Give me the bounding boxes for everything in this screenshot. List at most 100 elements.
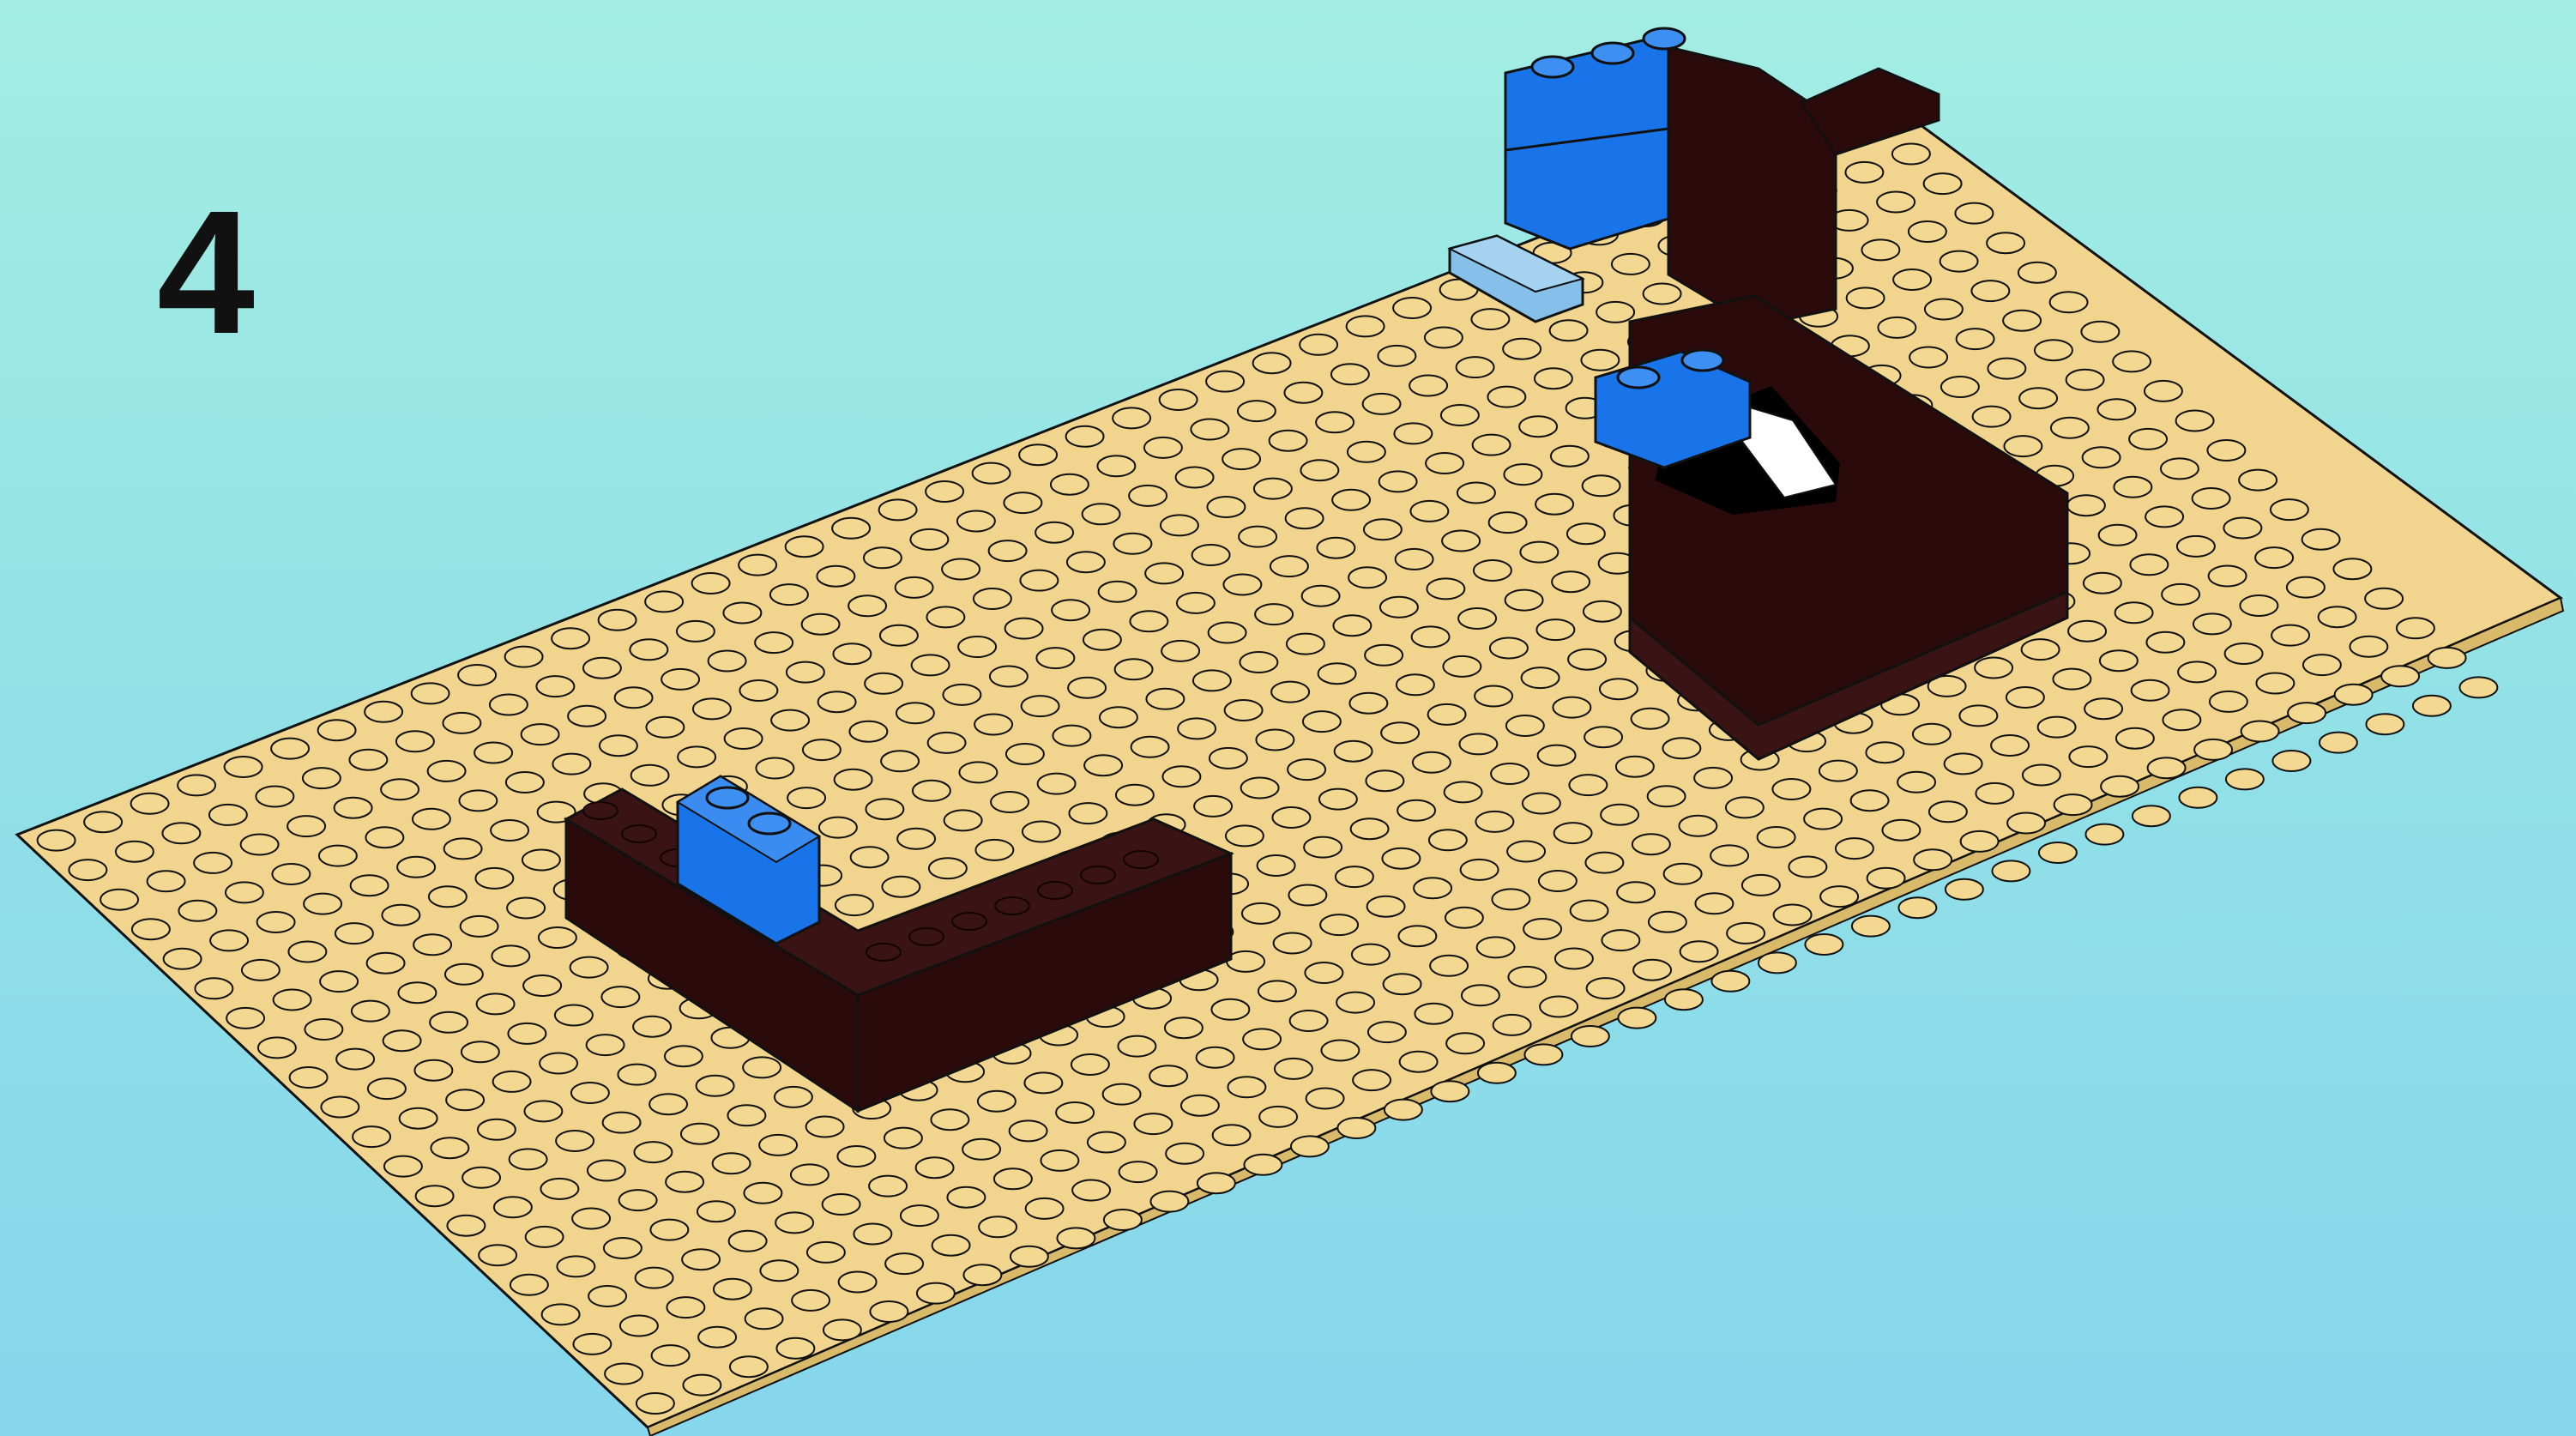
baseplate-stud — [2019, 388, 2057, 408]
baseplate-stud — [1633, 960, 1671, 980]
baseplate-stud — [318, 720, 356, 740]
baseplate-stud — [431, 1137, 468, 1158]
baseplate-stud — [1072, 1180, 1110, 1201]
baseplate-stud — [1987, 232, 2024, 253]
baseplate-stud — [1585, 853, 1623, 873]
baseplate-stud — [1288, 759, 1325, 780]
baseplate-stud — [1680, 941, 1718, 962]
baseplate-stud — [1303, 711, 1341, 732]
baseplate-stud — [1351, 818, 1389, 839]
baseplate-stud — [384, 1156, 422, 1177]
baseplate-stud — [646, 717, 684, 738]
baseplate-stud — [787, 787, 825, 808]
baseplate-stud — [636, 1268, 673, 1288]
baseplate-stud — [132, 919, 170, 939]
baseplate-stud — [1116, 785, 1154, 805]
baseplate-stud — [1695, 893, 1733, 914]
baseplate-stud — [667, 1297, 704, 1318]
baseplate-stud — [1026, 1198, 1064, 1219]
baseplate-stud — [1804, 809, 1842, 830]
baseplate-stud — [381, 779, 419, 799]
baseplate-stud — [944, 810, 982, 830]
wall-stud — [909, 928, 944, 945]
baseplate-stud — [523, 975, 561, 996]
baseplate-stud — [1006, 744, 1044, 764]
baseplate-stud — [1129, 486, 1167, 506]
baseplate-stud — [1412, 626, 1450, 647]
baseplate-stud — [665, 1046, 703, 1066]
baseplate-stud — [727, 1105, 765, 1125]
baseplate-stud — [2116, 728, 2154, 749]
baseplate-stud — [1242, 903, 1280, 924]
baseplate-stud — [833, 643, 871, 664]
baseplate-stud — [1929, 801, 1967, 822]
baseplate-stud — [1988, 359, 2025, 379]
baseplate-stud — [1428, 704, 1466, 725]
baseplate-stud — [1256, 730, 1294, 751]
baseplate-stud — [462, 1168, 500, 1188]
baseplate-stud — [1551, 446, 1589, 467]
baseplate-stud — [540, 1179, 578, 1199]
baseplate-stud — [1504, 464, 1541, 485]
baseplate-stud — [1897, 772, 1935, 793]
baseplate-stud — [1665, 989, 1703, 1010]
baseplate-stud — [1866, 742, 1903, 763]
baseplate-stud — [400, 1108, 437, 1129]
baseplate-stud — [884, 1128, 922, 1149]
baseplate-stud — [2145, 381, 2182, 401]
baseplate-stud — [526, 1227, 564, 1247]
baseplate-stud — [555, 1005, 593, 1026]
baseplate-stud — [2084, 698, 2122, 719]
baseplate-stud — [2381, 666, 2419, 686]
baseplate-stud — [839, 1272, 877, 1293]
baseplate-stud — [1445, 908, 1483, 928]
baseplate-stud — [1805, 934, 1843, 955]
baseplate-stud — [678, 746, 715, 767]
baseplate-stud — [1244, 1155, 1282, 1175]
baseplate-stud — [1380, 597, 1418, 618]
baseplate-stud — [913, 781, 950, 801]
baseplate-stud — [835, 769, 872, 790]
baseplate-stud — [1379, 471, 1417, 492]
baseplate-stud — [510, 1149, 547, 1169]
baseplate-stud — [896, 577, 933, 598]
baseplate-stud — [2130, 554, 2168, 575]
baseplate-stud — [195, 978, 232, 999]
baseplate-stud — [352, 1001, 389, 1022]
baseplate-stud — [416, 1186, 454, 1206]
baseplate-stud — [1644, 284, 1681, 305]
baseplate-stud — [1431, 1081, 1469, 1101]
baseplate-stud — [864, 547, 902, 568]
baseplate-stud — [443, 713, 480, 733]
baseplate-stud — [1410, 501, 1448, 522]
baseplate-stud — [552, 628, 589, 649]
baseplate-stud — [1955, 203, 1993, 224]
baseplate-stud — [1478, 1063, 1516, 1083]
baseplate-stud — [336, 1049, 374, 1070]
baseplate-stud — [1413, 752, 1451, 773]
baseplate-stud — [1572, 1026, 1609, 1047]
baseplate-stud — [2146, 632, 2184, 653]
baseplate-stud — [947, 1187, 985, 1208]
baseplate-stud — [461, 916, 498, 937]
baseplate-stud — [1758, 827, 1795, 848]
baseplate-stud — [2333, 558, 2371, 579]
baseplate-stud — [2176, 411, 2214, 431]
baseplate-stud — [539, 927, 576, 948]
baseplate-stud — [1083, 630, 1121, 650]
baseplate-stud — [756, 758, 793, 779]
baseplate-stud — [1088, 1132, 1125, 1153]
baseplate-stud — [1471, 309, 1509, 329]
baseplate-stud — [1056, 1102, 1094, 1123]
baseplate-stud — [1727, 923, 1765, 944]
baseplate-stud — [1662, 738, 1700, 758]
baseplate-stud — [1286, 508, 1324, 528]
baseplate-stud — [652, 1345, 690, 1366]
baseplate-stud — [601, 986, 639, 1007]
baseplate-stud — [897, 829, 935, 849]
baseplate-stud — [1616, 757, 1654, 777]
baseplate-stud — [910, 529, 948, 550]
baseplate-stud — [164, 949, 202, 969]
baseplate-stud — [1446, 1033, 1484, 1053]
baseplate-stud — [1555, 949, 1593, 969]
